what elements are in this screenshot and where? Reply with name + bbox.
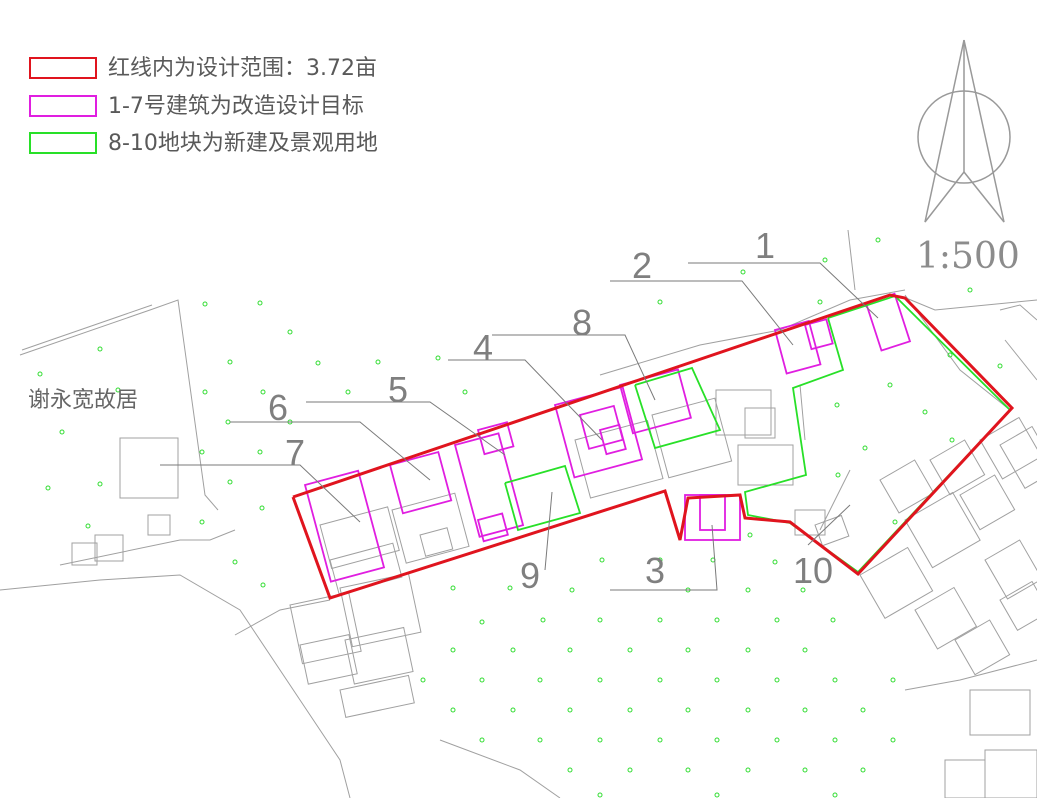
- legend-swatch-green: [29, 132, 97, 154]
- label-9: 9: [520, 555, 540, 596]
- place-label: 谢永宽故居: [28, 388, 138, 413]
- label-1: 1: [755, 225, 775, 266]
- label-8: 8: [572, 302, 592, 343]
- design-boundary: [291, 293, 1015, 600]
- label-10: 10: [793, 550, 833, 591]
- legend-text-red: 红线内为设计范围：3.72亩: [108, 56, 377, 81]
- label-4: 4: [473, 327, 493, 368]
- context-lines: [0, 229, 1037, 798]
- scale-label: 1:500: [916, 236, 1020, 277]
- tree-markers: [37, 237, 1003, 798]
- north-arrow-icon: [917, 39, 1011, 223]
- label-6: 6: [268, 387, 288, 428]
- legend-text-magenta: 1-7号建筑为改造设计目标: [108, 94, 364, 119]
- label-7: 7: [285, 432, 305, 473]
- legend-swatch-red: [29, 57, 97, 79]
- label-5: 5: [388, 369, 408, 410]
- leader-lines: [160, 262, 879, 591]
- green-plots: [504, 294, 1012, 574]
- legend: 红线内为设计范围：3.72亩 1-7号建筑为改造设计目标 8-10地块为新建及景…: [29, 56, 378, 156]
- legend-swatch-magenta: [29, 95, 97, 117]
- legend-text-green: 8-10地块为新建及景观用地: [108, 131, 378, 156]
- label-3: 3: [645, 550, 665, 591]
- plot-labels: 1 2 3 4 5 6 7 8 9 10: [268, 225, 833, 596]
- label-2: 2: [632, 245, 652, 286]
